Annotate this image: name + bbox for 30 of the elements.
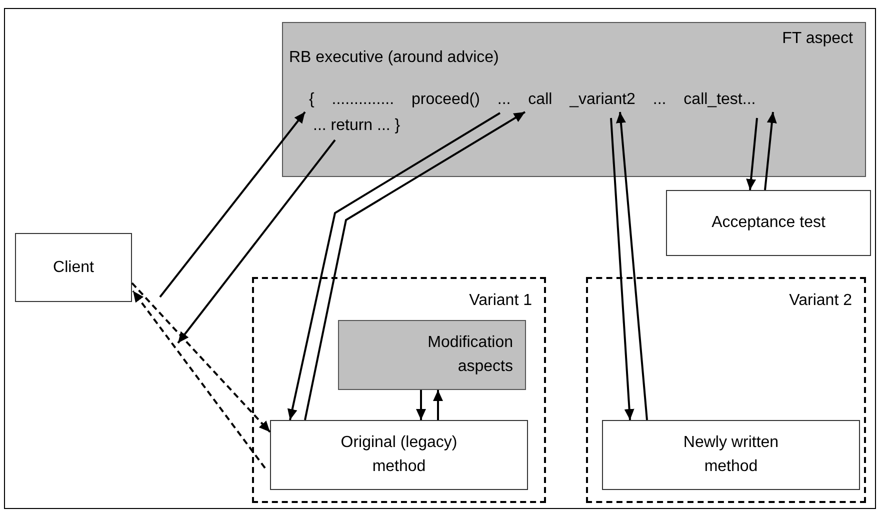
arrow [764, 112, 777, 190]
group-title: Variant 2 [789, 291, 852, 311]
process-box [270, 420, 528, 490]
box-label: Modification aspects [426, 333, 513, 377]
aspect-box [282, 22, 866, 177]
process-box [666, 190, 871, 256]
aspect-title: FT aspect [782, 29, 853, 49]
arrow [616, 112, 648, 420]
arrow [746, 118, 758, 190]
box-label: Original (legacy) method [340, 433, 458, 477]
code-line: ... return ... } [313, 116, 400, 136]
arrow [159, 111, 306, 298]
arrow [610, 118, 634, 420]
arrow [416, 390, 426, 420]
arrow [304, 111, 526, 420]
process-box [602, 420, 860, 490]
box-label: Client [53, 258, 94, 278]
box-label: Newly written method [682, 433, 780, 477]
dashed-arrow [131, 282, 271, 433]
code-line: { .............. proceed() ... call _variant2 ... call_test... [309, 90, 756, 110]
advice-heading: RB executive (around advice) [289, 48, 499, 68]
variant-group-box [252, 277, 546, 503]
group-title: Variant 1 [469, 291, 532, 311]
arrow [433, 390, 443, 420]
arrow [287, 112, 501, 420]
arrow [177, 139, 336, 344]
aspect-box [338, 320, 526, 390]
process-box [15, 233, 132, 302]
box-label: Acceptance test [712, 213, 826, 233]
variant-group-box [586, 277, 866, 503]
